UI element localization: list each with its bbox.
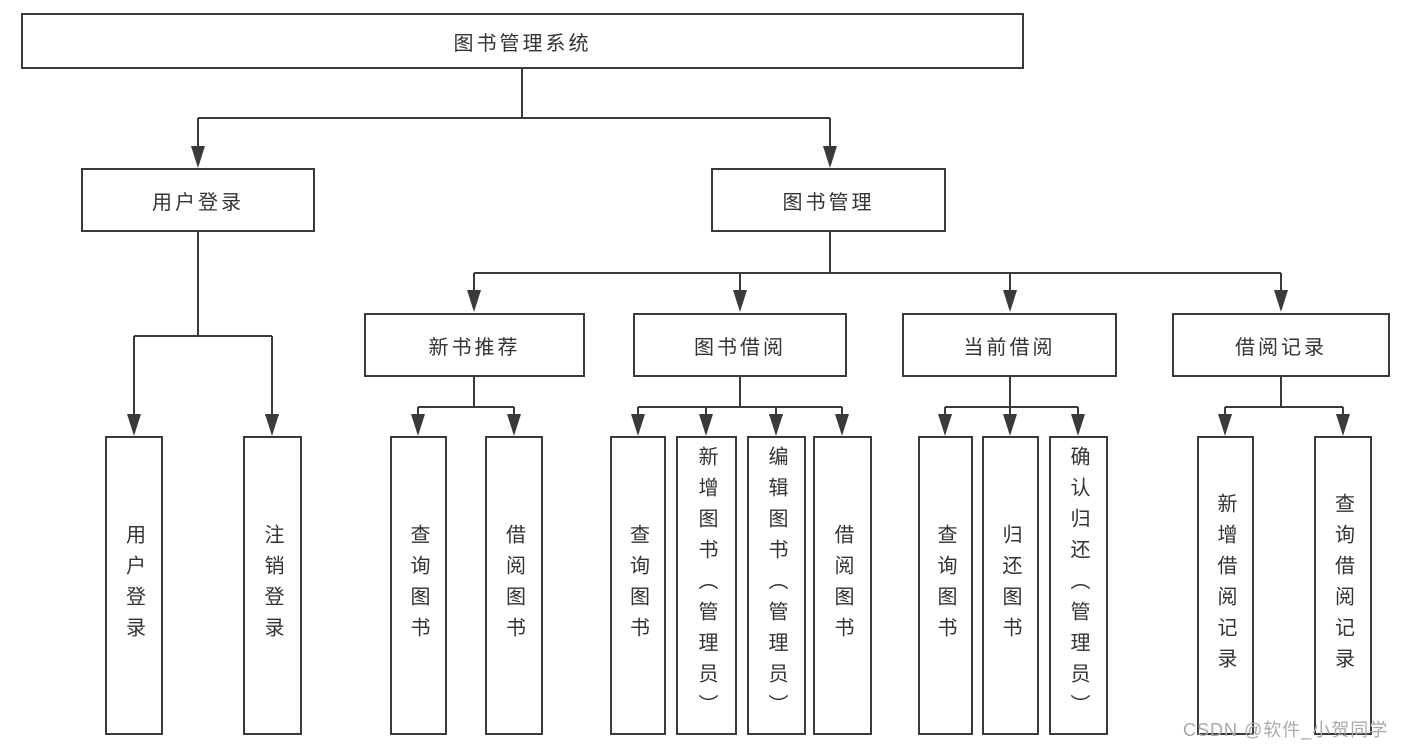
leaf-borrow-add-book-admin: 新增图书（管理员） bbox=[676, 436, 737, 735]
node-user-login-label: 用户登录 bbox=[152, 191, 244, 214]
leaf-current-query-book: 查询图书 bbox=[918, 436, 973, 735]
node-book-management-label: 图书管理 bbox=[782, 191, 875, 214]
leaf-record-query: 查询借阅记录 bbox=[1314, 436, 1372, 735]
leaf-logout: 注销登录 bbox=[243, 436, 302, 735]
leaf-record-add-label: 新增借阅记录 bbox=[1214, 492, 1236, 679]
leaf-borrow-borrow-book-label: 借阅图书 bbox=[831, 523, 853, 648]
leaf-current-return-book: 归还图书 bbox=[982, 436, 1039, 735]
leaf-current-confirm-return-admin-label: 确认归还（管理员） bbox=[1067, 446, 1089, 725]
leaf-record-query-label: 查询借阅记录 bbox=[1331, 492, 1354, 679]
leaf-current-confirm-return-admin: 确认归还（管理员） bbox=[1049, 436, 1108, 735]
leaf-recommend-borrow-book: 借阅图书 bbox=[485, 436, 543, 735]
arrowheads bbox=[127, 146, 1350, 436]
node-root: 图书管理系统 bbox=[21, 13, 1024, 69]
node-borrow-record: 借阅记录 bbox=[1172, 313, 1390, 377]
leaf-borrow-edit-book-admin-label: 编辑图书（管理员） bbox=[765, 446, 787, 725]
node-new-book-recommend: 新书推荐 bbox=[364, 313, 585, 377]
leaf-borrow-edit-book-admin: 编辑图书（管理员） bbox=[747, 436, 806, 735]
node-book-management: 图书管理 bbox=[711, 168, 946, 232]
leaf-user-login: 用户登录 bbox=[105, 436, 163, 735]
node-user-login: 用户登录 bbox=[81, 168, 315, 232]
node-current-borrow: 当前借阅 bbox=[902, 313, 1117, 377]
leaf-current-query-book-label: 查询图书 bbox=[934, 523, 956, 648]
node-book-borrow-label: 图书借阅 bbox=[694, 336, 786, 359]
leaf-recommend-query-book: 查询图书 bbox=[390, 436, 447, 735]
leaf-borrow-add-book-admin-label: 新增图书（管理员） bbox=[695, 446, 717, 725]
node-new-book-recommend-label: 新书推荐 bbox=[428, 336, 521, 359]
leaf-borrow-query-book: 查询图书 bbox=[610, 436, 666, 735]
leaf-logout-label: 注销登录 bbox=[261, 523, 283, 648]
leaf-borrow-borrow-book: 借阅图书 bbox=[813, 436, 872, 735]
node-book-borrow: 图书借阅 bbox=[633, 313, 847, 377]
leaf-current-return-book-label: 归还图书 bbox=[999, 523, 1021, 648]
leaf-user-login-label: 用户登录 bbox=[122, 523, 145, 648]
leaf-recommend-borrow-book-label: 借阅图书 bbox=[502, 523, 525, 648]
node-borrow-record-label: 借阅记录 bbox=[1235, 336, 1327, 359]
leaf-recommend-query-book-label: 查询图书 bbox=[407, 523, 429, 648]
leaf-borrow-query-book-label: 查询图书 bbox=[626, 523, 649, 648]
node-root-label: 图书管理系统 bbox=[453, 32, 592, 55]
csdn-watermark: CSDN @软件_小贺同学 bbox=[1183, 720, 1389, 740]
node-current-borrow-label: 当前借阅 bbox=[963, 336, 1056, 359]
leaf-record-add: 新增借阅记录 bbox=[1197, 436, 1254, 735]
